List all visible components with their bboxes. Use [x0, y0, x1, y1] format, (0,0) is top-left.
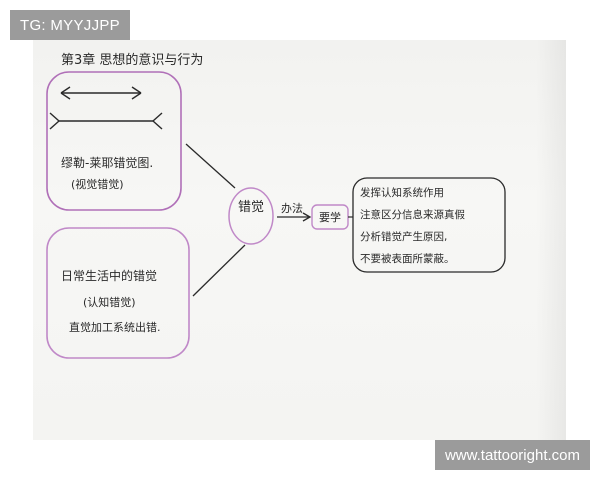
box-bottom-left-line3: 直觉加工系统出错.: [69, 320, 161, 334]
box-right-line3: 分析错觉产生原因,: [360, 230, 447, 243]
arrow-head-icon: [302, 212, 312, 222]
handwritten-notes: 第3章 思想的意识与行为 缪勒-莱耶错觉图. (视觉错觉): [46, 52, 506, 359]
watermark-bottom-right: www.tattooright.com: [434, 440, 590, 470]
note-heading: 第3章 思想的意识与行为: [61, 52, 203, 68]
box-top-left-line1: 缪勒-莱耶错觉图.: [61, 155, 153, 170]
connector-top: [185, 143, 236, 189]
paper-edge-shadow: [536, 40, 566, 440]
paper-sheet: 第3章 思想的意识与行为 缪勒-莱耶错觉图. (视觉错觉): [33, 40, 566, 440]
box-top-left-line2: (视觉错觉): [71, 177, 124, 191]
notebook-photo: 第3章 思想的意识与行为 缪勒-莱耶错觉图. (视觉错觉): [33, 40, 566, 440]
muller-lyer-figure: [49, 86, 163, 130]
box-bottom-left-outline: [46, 227, 190, 359]
connector-bottom: [192, 244, 246, 297]
box-right-outline: [352, 177, 506, 273]
arrow-label: 办法: [281, 201, 303, 215]
box-bottom-left-line2: (认知错觉): [83, 295, 136, 309]
box-bottom-left-line1: 日常生活中的错觉: [61, 268, 157, 283]
box-right-line4: 不要被表面所蒙蔽。: [360, 252, 455, 265]
watermark-top-left: TG: MYYJJPP: [10, 10, 130, 40]
center-node-outline: [228, 187, 274, 245]
target-node-label: 要学: [319, 210, 341, 224]
box-right-line2: 注意区分信息来源真假: [360, 208, 465, 221]
box-right-line1: 发挥认知系统作用: [360, 186, 444, 199]
box-top-left-outline: [46, 71, 182, 211]
center-node-label: 错觉: [238, 200, 264, 215]
